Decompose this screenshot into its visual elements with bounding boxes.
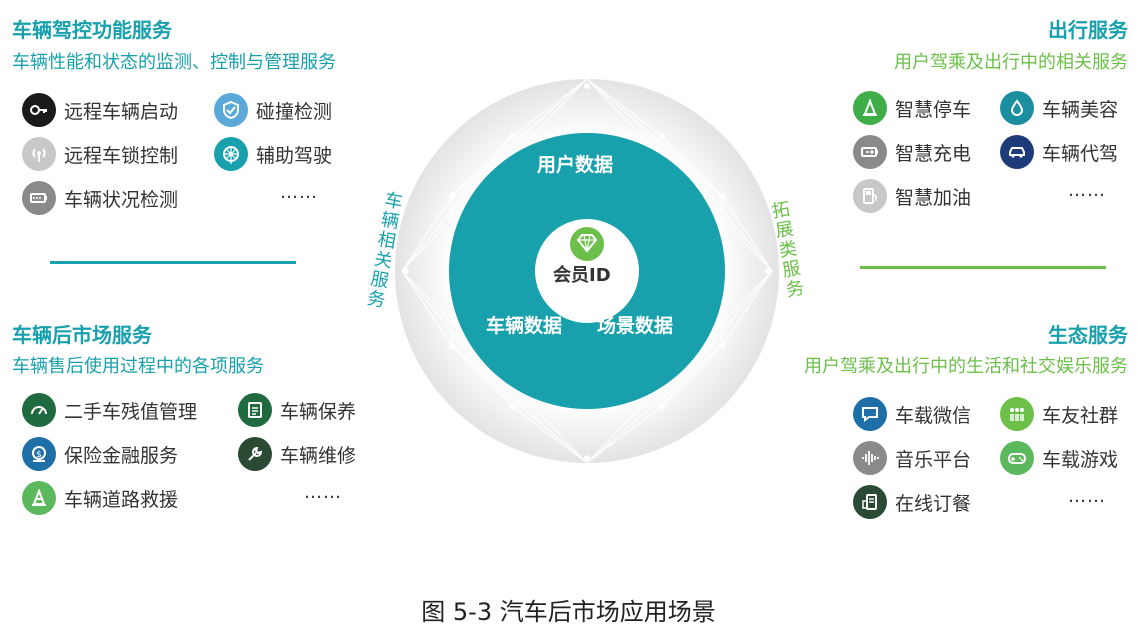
key-icon (22, 93, 56, 127)
item-label: 音乐平台 (895, 448, 972, 471)
scene-data-label: 场景数据 (597, 315, 674, 337)
coin-icon: $ (22, 437, 56, 471)
service-item-car-games: 车载游戏 (1000, 440, 1118, 476)
item-label: 车友社群 (1042, 404, 1119, 427)
item-label: 智慧充电 (895, 142, 972, 165)
right-divider (860, 266, 1106, 269)
battery-icon (22, 181, 56, 215)
gamepad-icon (1000, 441, 1034, 475)
chat-icon (853, 397, 887, 431)
item-label: 车载微信 (895, 404, 972, 427)
service-item-maintenance: 车辆保养 (238, 392, 356, 428)
item-label: 远程车辆启动 (64, 100, 179, 123)
service-item-collision-detection: 碰撞检测 (214, 92, 332, 128)
service-item-remote-lock: 远程车锁控制 (22, 136, 178, 172)
water-drop-icon (1000, 91, 1034, 125)
more-ellipsis: …… (1068, 486, 1106, 507)
aftermarket-services-title: 车辆后市场服务 (12, 323, 152, 347)
more-ellipsis: …… (1068, 180, 1106, 201)
vehicle-control-services-title: 车辆驾控功能服务 (12, 18, 172, 42)
item-label: 智慧停车 (895, 98, 972, 121)
item-label: 车载游戏 (1042, 448, 1119, 471)
mobility-services-subtitle: 用户驾乘及出行中的相关服务 (894, 52, 1128, 73)
group-icon (1000, 397, 1034, 431)
ring-network-nodes (403, 83, 771, 461)
parking-cone-icon (853, 91, 887, 125)
figure-caption: 图 5-3 汽车后市场应用场景 (421, 598, 716, 626)
service-item-road-rescue: 车辆道路救援 (22, 480, 178, 516)
vehicle-control-services-subtitle: 车辆性能和状态的监测、控制与管理服务 (12, 52, 336, 73)
aftermarket-services-subtitle: 车辆售后使用过程中的各项服务 (12, 356, 264, 377)
item-label: 车辆道路救援 (64, 488, 179, 511)
item-label: 碰撞检测 (256, 100, 333, 123)
service-item-car-beauty: 车辆美容 (1000, 90, 1118, 126)
member-id-circle (535, 219, 639, 323)
service-item-used-car-value: 二手车残值管理 (22, 392, 197, 428)
shield-icon (214, 93, 248, 127)
steering-wheel-icon (214, 137, 248, 171)
item-label: 辅助驾驶 (256, 144, 333, 167)
item-label: 车辆美容 (1042, 98, 1119, 121)
ecosystem-services-title: 生态服务 (1048, 323, 1128, 347)
core-ring-diagram (395, 78, 779, 464)
more-ellipsis: …… (304, 482, 342, 503)
service-item-smart-charging: 智慧充电 (853, 134, 971, 170)
service-item-smart-refuel: 智慧加油 (853, 178, 971, 214)
service-item-music-platform: 音乐平台 (853, 440, 971, 476)
svg-text:$: $ (36, 450, 42, 460)
service-item-car-community: 车友社群 (1000, 396, 1118, 432)
service-item-online-ordering: 在线订餐 (853, 484, 971, 520)
diamond-icon (570, 227, 604, 261)
user-data-label: 用户数据 (537, 154, 614, 176)
vehicle-data-label: 车辆数据 (486, 315, 563, 337)
service-item-smart-parking: 智慧停车 (853, 90, 971, 126)
more-ellipsis: …… (280, 182, 318, 203)
wrench-icon (238, 437, 272, 471)
item-label: 车辆维修 (280, 444, 357, 467)
item-label: 智慧加油 (895, 186, 972, 209)
service-item-car-wechat: 车载微信 (853, 396, 971, 432)
sound-wave-icon (853, 441, 887, 475)
member-id-label: 会员ID (553, 265, 611, 286)
fuel-icon (853, 179, 887, 213)
service-item-remote-start: 远程车辆启动 (22, 92, 178, 128)
service-item-insurance-finance: $ 保险金融服务 (22, 436, 178, 472)
item-label: 保险金融服务 (64, 444, 179, 467)
ecosystem-services-subtitle: 用户驾乘及出行中的生活和社交娱乐服务 (804, 356, 1128, 377)
service-item-assisted-driving: 辅助驾驶 (214, 136, 332, 172)
item-label: 车辆保养 (280, 400, 357, 423)
signal-icon (22, 137, 56, 171)
service-item-repair: 车辆维修 (238, 436, 356, 472)
item-label: 二手车残值管理 (64, 400, 198, 423)
service-item-vehicle-condition: 车辆状况检测 (22, 180, 178, 216)
item-label: 在线订餐 (895, 492, 972, 515)
car-icon (1000, 135, 1034, 169)
item-label: 远程车锁控制 (64, 144, 179, 167)
item-label: 车辆代驾 (1042, 142, 1119, 165)
left-divider (50, 261, 296, 264)
maintenance-icon (238, 393, 272, 427)
service-item-designated-driver: 车辆代驾 (1000, 134, 1118, 170)
charging-icon (853, 135, 887, 169)
item-label: 车辆状况检测 (64, 188, 179, 211)
gauge-icon (22, 393, 56, 427)
food-order-icon (853, 485, 887, 519)
traffic-cone-icon (22, 481, 56, 515)
mobility-services-title: 出行服务 (1048, 18, 1128, 42)
